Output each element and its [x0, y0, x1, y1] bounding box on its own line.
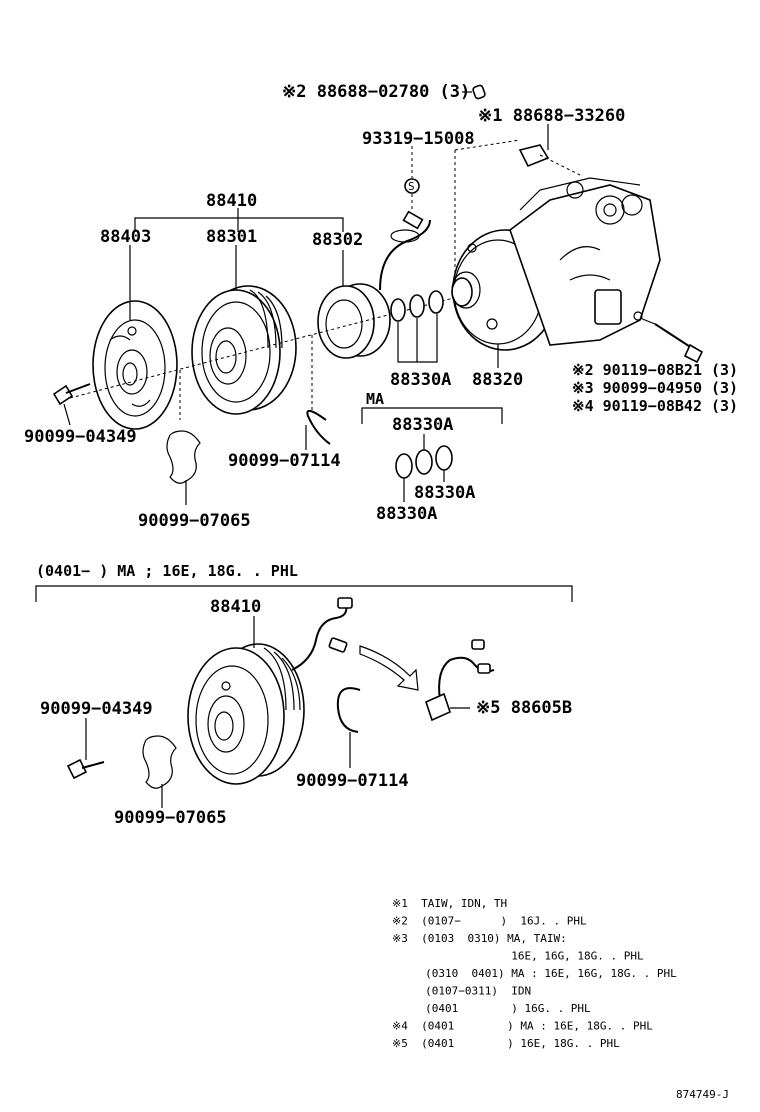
- label-88330A: 88330A: [390, 370, 451, 390]
- footnote-line: ※2 (0107− ) 16J. . PHL: [392, 915, 587, 928]
- shim-90099-07065-bottom: [142, 735, 177, 808]
- bottom-header: (0401− ) MA ; 16E, 18G. . PHL: [36, 562, 298, 580]
- label-88688-33260: ※1 88688−33260: [478, 106, 625, 126]
- seal-rings-88330A: [390, 290, 444, 363]
- label-ma-88330A-c: 88330A: [376, 504, 437, 524]
- coil-88302: [317, 283, 391, 359]
- footnote-line: ※3 (0103 0310) MA, TAIW:: [392, 932, 567, 945]
- label-ma: MA: [366, 390, 384, 408]
- label-90099-07114-top: 90099−07114: [228, 451, 341, 471]
- label-90099-07114-bottom: 90099−07114: [296, 771, 409, 791]
- label-90119-08B21: ※2 90119−08B21 (3): [572, 361, 738, 379]
- bottom-bracket: [35, 585, 573, 602]
- group-bracket-88410: [134, 208, 344, 232]
- pulley-88301: [191, 285, 297, 415]
- connector-88688-33260: [454, 124, 581, 280]
- arrow-to-connector: [359, 645, 419, 691]
- label-88302: 88302: [312, 230, 363, 250]
- label-90099-07065-bottom: 90099−07065: [114, 808, 227, 828]
- ma-seal-group: [361, 407, 503, 502]
- label-ma-88330A-a: 88330A: [392, 415, 453, 435]
- clutch-assembly-88410-bottom: [187, 597, 353, 785]
- snap-ring-90099-07114-bottom: [336, 687, 361, 768]
- label-90099-04349-top: 90099−04349: [24, 427, 137, 447]
- footnote-line: (0401 ) 16G. . PHL: [392, 1002, 591, 1015]
- bolt-90099-04349-top: [52, 383, 91, 426]
- footnote-line: 16E, 16G, 18G. . PHL: [392, 950, 644, 963]
- footnote-line: (0310 0401) MA : 16E, 16G, 18G. . PHL: [392, 967, 677, 980]
- clutch-hub-88403: [92, 300, 178, 430]
- footnote-line: ※5 (0401 ) 16E, 18G. . PHL: [392, 1037, 620, 1050]
- label-88320: 88320: [472, 370, 523, 390]
- bolt-90119: [639, 317, 704, 364]
- label-88301: 88301: [206, 227, 257, 247]
- figure-id: 874749-J: [676, 1088, 729, 1101]
- snap-ring-90099-07114-top: [305, 409, 331, 450]
- pin-88688-02780: [462, 84, 486, 100]
- footnotes: ※1 TAIW, IDN, TH ※2 (0107− ) 16J. . PHL ※3…: [392, 897, 677, 1050]
- label-88688-02780: ※2 88688−02780 (3): [282, 82, 470, 102]
- label-88605B: ※5 88605B: [476, 698, 572, 718]
- svg-text:S: S: [408, 180, 415, 193]
- connector-88605B: [425, 639, 495, 722]
- footnote-line: (0107−0311) IDN: [392, 985, 531, 998]
- label-93319-15008: 93319−15008: [362, 129, 475, 149]
- label-90099-04950: ※3 90099−04950 (3): [572, 379, 738, 397]
- label-88403: 88403: [100, 227, 151, 247]
- footnote-line: ※1 TAIW, IDN, TH: [392, 897, 507, 910]
- label-90119-08B42: ※4 90119−08B42 (3): [572, 397, 738, 415]
- wire-connector-93319: S: [379, 146, 431, 291]
- label-90099-04349-bottom: 90099−04349: [40, 699, 153, 719]
- compressor-88320: [451, 177, 661, 351]
- shim-90099-07065-top: [166, 430, 201, 505]
- label-ma-88330A-b: 88330A: [414, 483, 475, 503]
- footnote-line: ※4 (0401 ) MA : 16E, 18G. . PHL: [392, 1020, 653, 1033]
- bolt-90099-04349-bottom: [66, 718, 105, 780]
- label-90099-07065-top: 90099−07065: [138, 511, 251, 531]
- label-88410-top: 88410: [206, 191, 257, 211]
- label-88410-bottom: 88410: [210, 597, 261, 617]
